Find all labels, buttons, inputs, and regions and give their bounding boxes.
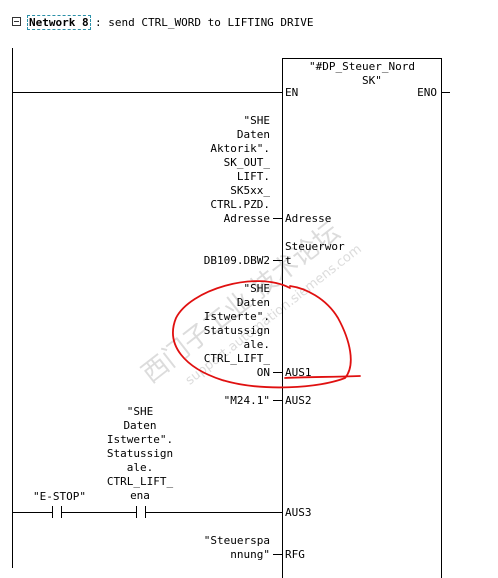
rfg-wire — [273, 554, 282, 555]
network-label[interactable]: Network 8 — [27, 15, 91, 30]
pin-eno: ENO — [417, 86, 437, 99]
operand-steuerwort[interactable]: DB109.DBW2 — [203, 254, 270, 267]
pin-aus2: AUS2 — [285, 394, 312, 407]
contact-lift-ena-gap — [137, 506, 145, 518]
steuerwort-wire — [273, 260, 282, 261]
contact-estop-label[interactable]: "E-STOP" — [33, 490, 86, 503]
annotation-underline-path — [284, 375, 361, 379]
operand-aus1[interactable]: "SHE Daten Istwerte". Statussign ale. CT… — [203, 282, 270, 379]
pin-steuerwort: Steuerwor t — [285, 240, 345, 267]
network-title: : send CTRL_WORD to LIFTING DRIVE — [95, 16, 314, 29]
collapse-network-toggle[interactable] — [12, 17, 21, 26]
pin-en: EN — [285, 86, 299, 99]
contact-estop-right-bar — [61, 506, 62, 518]
contact-lift-ena-left-bar — [136, 506, 137, 518]
operand-aus2[interactable]: "M24.1" — [223, 394, 270, 407]
aus2-wire — [273, 400, 282, 401]
watermark: 西门子工业 技术论坛 support.automation.siemens.co… — [136, 217, 364, 390]
contact-lift-ena-right-bar — [145, 506, 146, 518]
contact-estop-left-bar — [52, 506, 53, 518]
red-circle-annotation — [172, 280, 361, 389]
operand-adresse[interactable]: "SHE Daten Aktorik". SK_OUT_ LIFT. SK5xx… — [210, 114, 270, 225]
function-block[interactable] — [282, 58, 442, 578]
pin-adresse: Adresse — [285, 212, 332, 225]
eno-wire — [442, 92, 450, 93]
block-name[interactable]: "#DP_Steuer_Nord SK" — [309, 60, 415, 87]
pin-aus1: AUS1 — [285, 366, 312, 379]
contact-estop-gap — [53, 506, 61, 518]
annotation-circle-path — [172, 280, 352, 389]
aus1-wire — [273, 372, 282, 373]
pin-rfg: RFG — [285, 548, 305, 561]
operand-rfg[interactable]: "Steuerspa nnung" — [203, 534, 270, 561]
en-wire — [12, 92, 282, 93]
aus3-rung-wire — [12, 512, 282, 513]
contact-lift-ena-label[interactable]: "SHE Daten Istwerte". Statussign ale. CT… — [106, 405, 174, 502]
pin-aus3: AUS3 — [285, 506, 312, 519]
adresse-wire — [273, 218, 282, 219]
power-rail — [12, 48, 13, 568]
